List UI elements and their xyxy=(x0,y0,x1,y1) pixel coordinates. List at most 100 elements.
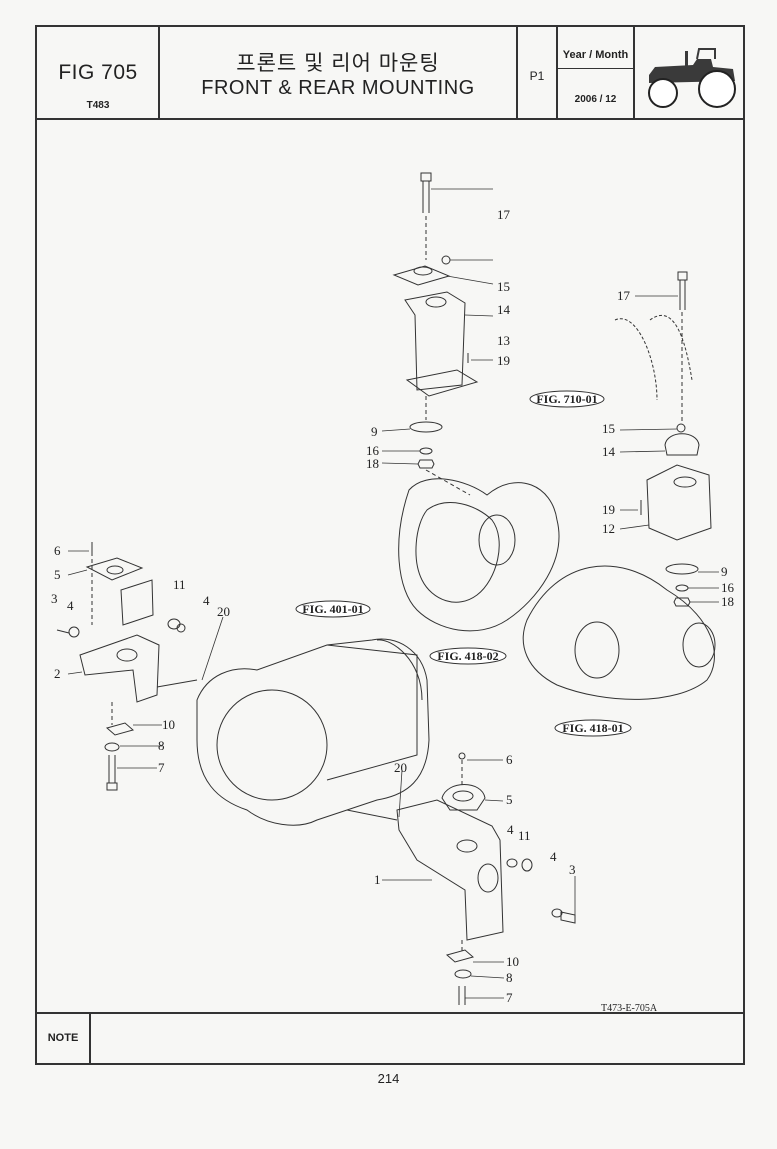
insulator-14-right xyxy=(664,433,700,456)
nut-18-right xyxy=(673,597,691,607)
callout-15-top: 15 xyxy=(497,279,510,294)
transmission-401-01 xyxy=(196,638,430,826)
model-code: T483 xyxy=(86,100,110,111)
ref-fig-401-01: FIG. 401-01 xyxy=(302,602,363,616)
callout-4-left-b: 4 xyxy=(203,593,210,608)
insulator-5-right xyxy=(441,784,486,811)
callout-19-right: 19 xyxy=(602,502,615,517)
callout-16-top: 16 xyxy=(366,443,380,458)
callout-15-right: 15 xyxy=(602,421,615,436)
plate-left xyxy=(120,579,154,626)
housing-418-02 xyxy=(398,478,560,632)
tractor-icon xyxy=(648,48,736,108)
bolt-15-top xyxy=(441,255,451,265)
bolt-6-right xyxy=(458,752,466,760)
callout-18-top: 18 xyxy=(366,456,379,471)
housing-418-01 xyxy=(522,565,715,700)
page-number: 214 xyxy=(377,1071,400,1086)
leader-lines xyxy=(67,188,719,999)
exploded-diagram: 17 15 14 13 19 9 16 18 17 15 14 19 12 9 … xyxy=(51,172,735,1012)
bracket-2 xyxy=(79,634,160,703)
page-frame: FIG 705 T483 프론트 및 리어 마운팅 FRONT & REAR M… xyxy=(35,25,745,1065)
washer-4-left-a xyxy=(68,626,80,638)
title-cell xyxy=(160,27,518,118)
ref-fig-418-01: FIG. 418-01 xyxy=(562,721,623,735)
callout-11-left: 11 xyxy=(173,577,186,592)
title-korean: 프론트 및 리어 마운팅 xyxy=(236,52,440,75)
callout-16-right: 16 xyxy=(721,580,735,595)
callout-9-top: 9 xyxy=(371,424,378,439)
bolt-17-right xyxy=(677,271,688,310)
callout-5-left: 5 xyxy=(54,567,61,582)
nut-11-left xyxy=(167,618,181,630)
title-english: FRONT & REAR MOUNTING xyxy=(201,77,475,99)
washer-8-left xyxy=(104,742,120,752)
page-ref: P1 xyxy=(529,69,545,83)
callout-10-right: 10 xyxy=(506,954,519,969)
washer-9-right xyxy=(665,563,699,575)
callout-8-right: 8 xyxy=(506,970,513,985)
callout-7-right: 7 xyxy=(506,990,513,1005)
washer-9-top xyxy=(409,421,443,433)
callout-14-right: 14 xyxy=(602,444,616,459)
nut-11-right xyxy=(521,858,533,872)
washer-16-top xyxy=(419,447,433,455)
bracket-13 xyxy=(404,291,466,391)
fig-number: FIG 705 xyxy=(58,61,138,84)
bracket-1 xyxy=(396,799,504,941)
callout-9-right: 9 xyxy=(721,564,728,579)
callout-14-top: 14 xyxy=(497,302,511,317)
bolt-17-top xyxy=(420,172,432,213)
fig-cell xyxy=(37,27,160,118)
callout-4-right-a: 4 xyxy=(507,822,514,837)
callout-20-left: 20 xyxy=(217,604,230,619)
note-row: NOTE xyxy=(37,1012,743,1063)
bolt-15-right xyxy=(676,423,686,433)
washer-4-left-b xyxy=(176,623,186,633)
callout-7-left: 7 xyxy=(158,760,165,775)
callout-4-right-b: 4 xyxy=(550,849,557,864)
washer-8-right xyxy=(454,969,472,979)
note-label: NOTE xyxy=(37,1014,91,1063)
ref-fig-710-01: FIG. 710-01 xyxy=(536,392,597,406)
washer-4-right-b xyxy=(551,908,563,918)
callout-20-right: 20 xyxy=(394,760,407,775)
callout-2: 2 xyxy=(54,666,61,681)
year-month-cell xyxy=(558,27,635,118)
washer-16-right xyxy=(675,584,689,592)
washer-4-right-a xyxy=(506,858,518,868)
frame-710-outline xyxy=(614,314,693,401)
drawing-code: T473-E-705A xyxy=(601,1003,658,1012)
page-ref-cell xyxy=(518,27,558,118)
header: FIG 705 T483 프론트 및 리어 마운팅 FRONT & REAR M… xyxy=(37,27,743,120)
callout-10-left: 10 xyxy=(162,717,175,732)
plate-10-right xyxy=(445,949,475,963)
nut-18-top xyxy=(417,459,435,469)
callout-6-left: 6 xyxy=(54,543,61,558)
bracket-12 xyxy=(646,464,712,541)
callout-4-left-a: 4 xyxy=(67,598,74,613)
year-month-divider xyxy=(558,68,633,69)
callout-6-right: 6 xyxy=(506,752,513,767)
callout-8-left: 8 xyxy=(158,738,165,753)
callout-13: 13 xyxy=(497,333,510,348)
bolt-3-right xyxy=(560,911,576,924)
callout-18-right: 18 xyxy=(721,594,734,609)
callout-19-top: 19 xyxy=(497,353,510,368)
plate-10-left xyxy=(105,722,135,736)
callout-5-right: 5 xyxy=(506,792,513,807)
insulator-5-left xyxy=(85,557,144,581)
callout-3-left: 3 xyxy=(51,591,58,606)
year-month-label: Year / Month xyxy=(562,49,629,61)
callout-17-right: 17 xyxy=(617,288,631,303)
callout-12: 12 xyxy=(602,521,615,536)
insulator-boss xyxy=(413,266,433,276)
callout-17-top: 17 xyxy=(497,207,511,222)
callout-11-right: 11 xyxy=(518,828,531,843)
stud-20-left xyxy=(156,679,198,688)
callout-3-right: 3 xyxy=(569,862,576,877)
insulator-14-top xyxy=(392,265,451,286)
stud-20-right xyxy=(346,809,398,821)
callout-1: 1 xyxy=(374,872,381,887)
bolt-3-left xyxy=(56,629,70,634)
